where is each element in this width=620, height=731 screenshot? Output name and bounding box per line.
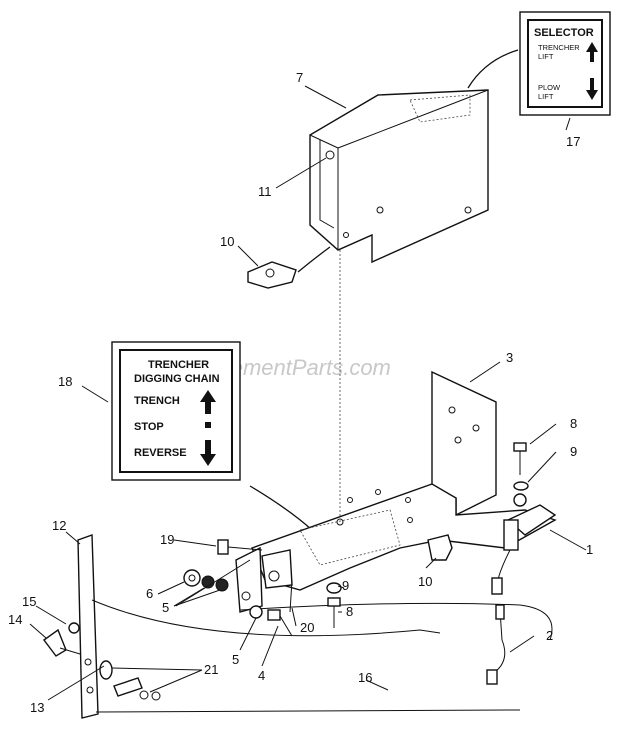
callout-7: 7 <box>296 70 303 85</box>
callout-8-lower: 8 <box>346 604 353 619</box>
trencher-decal: TRENCHER DIGGING CHAIN TRENCH STOP REVER… <box>111 341 241 481</box>
link-21 <box>99 660 161 701</box>
callout-10-lower: 10 <box>418 574 432 589</box>
trencher-line1: TRENCHER <box>148 359 209 371</box>
leader-lines <box>29 85 587 701</box>
cable-part <box>91 599 441 637</box>
clip-part-lower <box>427 534 453 561</box>
callout-17: 17 <box>566 134 580 149</box>
callout-20: 20 <box>300 620 314 635</box>
trencher-line2: DIGGING CHAIN <box>134 373 220 385</box>
cover-part <box>309 89 489 264</box>
callout-3: 3 <box>506 350 513 365</box>
bolt-19 <box>217 539 263 555</box>
callouts: 7 17 11 10 3 18 8 9 1 12 19 6 5 9 8 10 2… <box>8 70 593 715</box>
trencher-line5: REVERSE <box>134 447 187 459</box>
callout-18: 18 <box>58 374 72 389</box>
callout-19: 19 <box>160 532 174 547</box>
callout-11: 11 <box>258 184 272 199</box>
selector-line1: TRENCHER <box>538 43 580 52</box>
washer-9-upper <box>513 481 529 491</box>
switch-part <box>491 493 557 595</box>
decal-leader-17 <box>467 49 519 89</box>
callout-9-lower: 9 <box>342 578 349 593</box>
rod-part <box>77 534 99 719</box>
down-arrow-icon <box>200 440 216 466</box>
decal-leader-18 <box>249 485 313 531</box>
clip-part-upper <box>247 261 297 289</box>
bolt-8-upper <box>513 442 527 475</box>
washer-9-lower <box>326 582 342 594</box>
callout-4: 4 <box>258 668 265 683</box>
wire-harness <box>486 604 506 685</box>
selector-line3: PLOW <box>538 83 561 92</box>
handle-14 <box>43 622 81 657</box>
selector-decal: SELECTOR TRENCHER LIFT PLOW LIFT <box>519 11 611 116</box>
selector-line4: LIFT <box>538 92 554 101</box>
up-arrow-icon <box>200 390 216 414</box>
trencher-line4: STOP <box>134 421 164 433</box>
callout-21: 21 <box>204 662 218 677</box>
bolt-8-lower <box>327 597 341 628</box>
stop-icon <box>205 422 211 428</box>
callout-5-lower: 5 <box>232 652 239 667</box>
callout-13: 13 <box>30 700 44 715</box>
selector-line2: LIFT <box>538 52 554 61</box>
control-rod <box>239 602 553 641</box>
callout-14: 14 <box>8 612 22 627</box>
callout-5-upper: 5 <box>162 600 169 615</box>
callout-16: 16 <box>358 670 372 685</box>
callout-6: 6 <box>146 586 153 601</box>
up-arrow-icon <box>586 42 598 62</box>
selector-title: SELECTOR <box>534 27 594 39</box>
callout-8-upper: 8 <box>570 416 577 431</box>
callout-12: 12 <box>52 518 66 533</box>
pin-20 <box>289 579 293 613</box>
down-arrow-icon <box>586 78 598 100</box>
lower-rod <box>95 709 521 713</box>
callout-10-upper: 10 <box>220 234 234 249</box>
callout-2: 2 <box>546 628 553 643</box>
bolt-4 <box>267 609 293 637</box>
callout-9-upper: 9 <box>570 444 577 459</box>
callout-1: 1 <box>586 542 593 557</box>
clip-leader <box>297 246 331 273</box>
callout-15: 15 <box>22 594 36 609</box>
trencher-line3: TRENCH <box>134 395 180 407</box>
nut-washer-stack <box>183 569 263 619</box>
